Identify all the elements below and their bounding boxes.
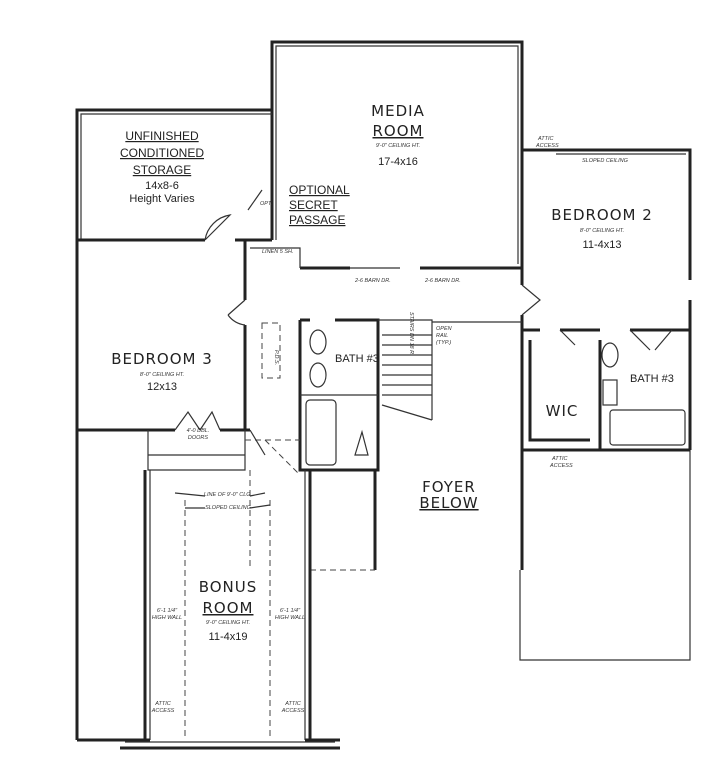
- storage-name-2: CONDITIONED: [120, 146, 204, 160]
- bedroom2-ceiling: 8'-0" CEILING HT.: [580, 228, 624, 234]
- storage-note: Height Varies: [129, 193, 195, 205]
- media-room-ceiling: 9'-0" CEILING HT.: [376, 143, 420, 149]
- secret-passage-3: PASSAGE: [289, 213, 345, 227]
- line-of-ceiling: LINE OF 9'-0" CLG.: [204, 492, 252, 498]
- doors: [174, 189, 673, 456]
- bonus-size: 11-4x19: [209, 631, 248, 643]
- access-label-4: ACCESS: [281, 708, 305, 714]
- high-wall-2a: 6'-1 1/4": [280, 608, 301, 614]
- bed2-sloped-ceiling: SLOPED CEILING: [582, 158, 629, 164]
- bonus-ceiling: 9'-0" CEILING HT.: [206, 620, 250, 626]
- foyer-name-2: BELOW: [419, 494, 478, 512]
- bonus-name-2: ROOM: [203, 599, 254, 617]
- high-wall-2b: HIGH WALL: [275, 615, 305, 621]
- bonus-sloped-ceiling: SLOPED CEILING: [205, 505, 252, 511]
- high-wall-1a: 6'-1 1/4": [157, 608, 178, 614]
- stairs-label: STAIRS DN 18 R.: [408, 312, 414, 356]
- bedroom3-name: BEDROOM 3: [111, 350, 213, 368]
- storage-name-3: STORAGE: [133, 163, 191, 177]
- bedroom3-ceiling: 8'-0" CEILING HT.: [140, 372, 184, 378]
- high-wall-1b: HIGH WALL: [152, 615, 182, 621]
- access-label-2: ACCESS: [549, 463, 573, 469]
- pds-label: P.D.S.: [273, 350, 279, 365]
- bath-left-name: BATH #3: [335, 353, 379, 365]
- barn-door-label-2: 2-6 BARN DR.: [424, 278, 461, 284]
- bedroom2-name: BEDROOM 2: [551, 206, 653, 224]
- bonus-name-1: BONUS: [199, 578, 258, 596]
- secret-passage-2: SECRET: [289, 198, 338, 212]
- attic-label-2: ATTIC: [551, 456, 568, 462]
- secret-passage-1: OPTIONAL: [289, 183, 350, 197]
- barn-door-label-1: 2-6 BARN DR.: [354, 278, 391, 284]
- opt-label: OPT.: [260, 201, 272, 207]
- bath-right-name: BATH #3: [630, 373, 674, 385]
- bedroom2-size: 11-4x13: [583, 239, 622, 251]
- media-room-size: 17-4x16: [378, 156, 418, 168]
- walls: [75, 40, 692, 750]
- access-label-3: ACCESS: [151, 708, 175, 714]
- attic-label-4: ATTIC: [284, 701, 301, 707]
- attic-label-3: ATTIC: [154, 701, 171, 707]
- attic-label-1: ATTIC: [537, 136, 554, 142]
- linen-label: LINEN 5 SH.: [262, 249, 293, 255]
- dbl-doors-1: 4'-0 DBL.: [187, 428, 210, 434]
- stair-treads: [381, 334, 433, 421]
- storage-name-1: UNFINISHED: [125, 129, 199, 143]
- foyer-name-1: FOYER: [422, 478, 476, 496]
- open-rail-2: RAIL: [436, 333, 448, 339]
- media-room-name-2: ROOM: [373, 122, 424, 140]
- media-room-name-1: MEDIA: [371, 102, 425, 120]
- bedroom3-size: 12x13: [147, 381, 177, 393]
- open-rail-1: OPEN: [436, 326, 452, 332]
- open-rail-3: (TYP.): [436, 340, 451, 346]
- wic-name: WIC: [546, 402, 579, 420]
- dbl-doors-2: DOORS: [188, 435, 209, 441]
- access-label-1: ACCESS: [535, 143, 559, 149]
- storage-size: 14x8-6: [145, 180, 179, 192]
